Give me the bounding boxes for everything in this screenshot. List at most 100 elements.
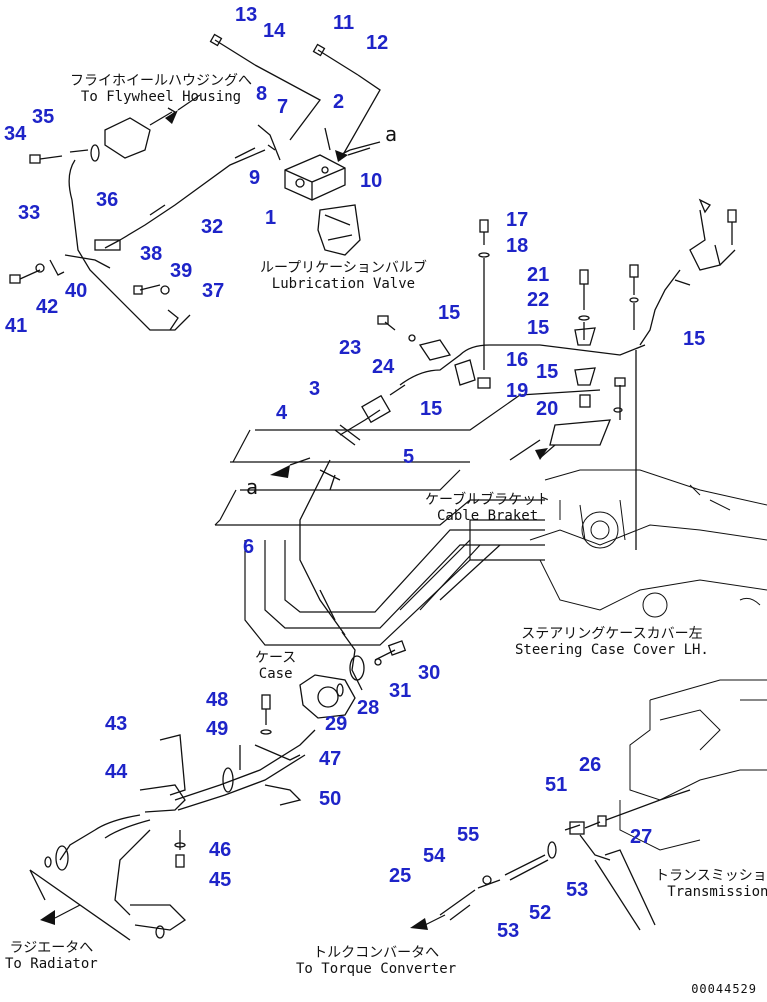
hose-33 bbox=[9, 159, 191, 331]
callout-15d: 15 bbox=[536, 361, 559, 383]
transmission-outline bbox=[619, 679, 767, 851]
callout-26: 26 bbox=[579, 754, 602, 776]
hose-5-6 bbox=[299, 344, 646, 691]
callout-41: 41 bbox=[5, 315, 28, 337]
label-lubrication-en: Lubrication Valve bbox=[271, 276, 416, 293]
steering-case bbox=[520, 469, 767, 618]
callout-31: 31 bbox=[389, 680, 412, 702]
callout-11: 11 bbox=[333, 12, 355, 34]
case-part bbox=[299, 674, 356, 719]
label-case-jp: ケース bbox=[255, 650, 297, 666]
document-number: 00044529 bbox=[691, 982, 757, 996]
label-radiator: ラジエータへ To Radiator bbox=[5, 940, 98, 972]
sensor-top-right bbox=[629, 198, 737, 550]
top-bolts bbox=[209, 33, 381, 161]
callout-42: 42 bbox=[36, 296, 59, 318]
callout-45: 45 bbox=[209, 869, 232, 891]
callout-29: 29 bbox=[325, 713, 348, 735]
clips bbox=[377, 219, 626, 461]
callout-10: 10 bbox=[360, 170, 383, 192]
label-case: ケース Case bbox=[255, 650, 296, 682]
label-flywheel-jp: フライホイールハウジングへ bbox=[70, 73, 252, 89]
callout-54: 54 bbox=[423, 845, 446, 867]
callout-40: 40 bbox=[65, 280, 88, 302]
label-lubrication-jp: ループリケーションバルブ bbox=[260, 260, 427, 276]
label-steering-case-en: Steering Case Cover LH. bbox=[515, 642, 709, 659]
callout-13: 13 bbox=[235, 4, 258, 26]
label-transmission: トランスミッション Transmission bbox=[655, 868, 767, 900]
callout-28: 28 bbox=[357, 697, 380, 719]
callout-15b: 15 bbox=[527, 317, 550, 339]
callout-7: 7 bbox=[277, 96, 289, 118]
callout-5: 5 bbox=[403, 446, 415, 468]
callout-23: 23 bbox=[339, 337, 362, 359]
callout-19: 19 bbox=[506, 380, 529, 402]
marker-a-mid: a bbox=[246, 475, 259, 499]
label-cable-bracket-en: Cable Braket bbox=[437, 508, 539, 525]
callout-21: 21 bbox=[527, 264, 550, 286]
callout-20: 20 bbox=[536, 398, 559, 420]
callout-44: 44 bbox=[105, 761, 128, 783]
callout-1: 1 bbox=[265, 207, 277, 229]
callout-12: 12 bbox=[366, 32, 389, 54]
callout-51: 51 bbox=[545, 774, 568, 796]
label-cable-bracket: ケーブルブラケット Cable Braket bbox=[425, 492, 550, 524]
label-flywheel-en: To Flywheel Housing bbox=[80, 89, 242, 106]
callout-25: 25 bbox=[389, 865, 412, 887]
callout-15a: 15 bbox=[438, 302, 461, 324]
callout-50: 50 bbox=[319, 788, 342, 810]
callout-27: 27 bbox=[630, 826, 653, 848]
lubrication-valve bbox=[284, 154, 361, 256]
callout-32: 32 bbox=[201, 216, 224, 238]
callout-37: 37 bbox=[202, 280, 225, 302]
tank-outline bbox=[214, 389, 601, 646]
callout-14: 14 bbox=[263, 20, 286, 42]
callout-8: 8 bbox=[256, 83, 268, 105]
callout-34: 34 bbox=[4, 123, 27, 145]
callout-47: 47 bbox=[319, 748, 342, 770]
label-cable-bracket-jp: ケーブルブラケット bbox=[425, 492, 551, 508]
torque-line bbox=[439, 789, 691, 931]
marker-a-top: a bbox=[385, 122, 398, 146]
callout-52: 52 bbox=[529, 902, 552, 924]
callout-3: 3 bbox=[309, 378, 321, 400]
label-steering-case-jp: ステアリングケースカバー左 bbox=[521, 626, 703, 642]
label-torque-converter: トルクコンバータへ To Torque Converter bbox=[296, 945, 456, 977]
label-lubrication-valve: ループリケーションバルブ Lubrication Valve bbox=[260, 260, 427, 292]
callout-53b: 53 bbox=[497, 920, 520, 942]
callout-2: 2 bbox=[333, 91, 345, 113]
callout-24: 24 bbox=[372, 356, 395, 378]
callout-6: 6 bbox=[243, 536, 255, 558]
label-torque-converter-en: To Torque Converter bbox=[296, 961, 457, 978]
callout-49: 49 bbox=[206, 718, 229, 740]
callout-53a: 53 bbox=[566, 879, 589, 901]
label-flywheel-housing: フライホイールハウジングへ To Flywheel Housing bbox=[70, 73, 252, 105]
callout-4: 4 bbox=[276, 402, 288, 424]
callout-43: 43 bbox=[105, 713, 128, 735]
callout-35: 35 bbox=[32, 106, 55, 128]
label-radiator-en: To Radiator bbox=[5, 956, 98, 973]
radiator-pipe bbox=[29, 694, 316, 941]
callout-15c: 15 bbox=[683, 328, 706, 350]
callout-48: 48 bbox=[206, 689, 229, 711]
callout-55: 55 bbox=[457, 824, 480, 846]
callout-46: 46 bbox=[209, 839, 232, 861]
callout-36: 36 bbox=[96, 189, 119, 211]
label-radiator-jp: ラジエータへ bbox=[9, 940, 94, 956]
callout-30: 30 bbox=[418, 662, 441, 684]
callout-33: 33 bbox=[18, 202, 41, 224]
callout-18: 18 bbox=[506, 235, 529, 257]
callout-16: 16 bbox=[506, 349, 529, 371]
label-case-en: Case bbox=[258, 666, 293, 683]
callout-39: 39 bbox=[170, 260, 193, 282]
callout-9: 9 bbox=[249, 167, 261, 189]
label-steering-case: ステアリングケースカバー左 Steering Case Cover LH. bbox=[515, 626, 709, 658]
callout-22: 22 bbox=[527, 289, 550, 311]
callout-15e: 15 bbox=[420, 398, 443, 420]
callout-17: 17 bbox=[506, 209, 529, 231]
callout-38: 38 bbox=[140, 243, 163, 265]
label-transmission-en: Transmission bbox=[667, 884, 767, 901]
label-transmission-jp: トランスミッション bbox=[655, 868, 767, 884]
label-torque-converter-jp: トルクコンバータへ bbox=[313, 945, 440, 961]
